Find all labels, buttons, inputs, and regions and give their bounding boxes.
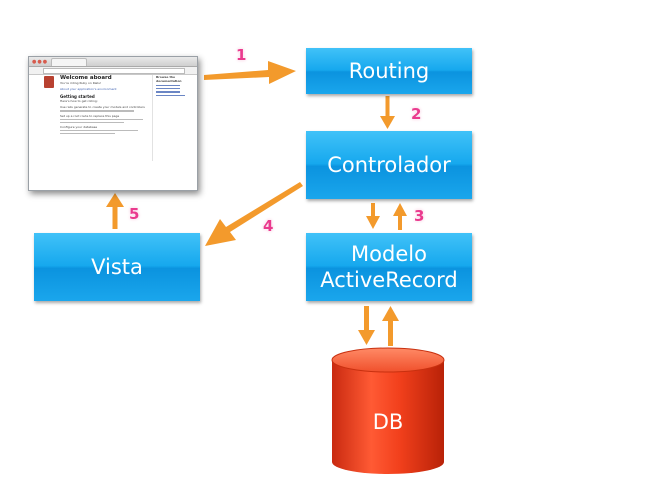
environment-link: About your application's environment [60,87,117,91]
step-item: Use rails generate to create your models… [60,105,145,109]
welcome-heading: Welcome aboard [60,75,112,81]
step-number-4: 4 [263,217,274,235]
browser-tab [51,58,87,66]
arrow-routing-to-controlador [380,96,395,129]
browser-screenshot: ●●● Welcome aboard You're riding Ruby on… [28,56,198,191]
rails-welcome-page: Welcome aboard You're riding Ruby on Rai… [35,75,191,186]
vista-box: Vista [34,233,200,301]
db-label: DB [372,410,404,434]
getting-started-sub: Here's how to get rolling: [60,99,98,103]
arrow-modelo-to-db [358,306,375,345]
step-number-3: 3 [414,207,425,225]
step-item: Set up a root route to replace this page [60,113,120,118]
modelo-label: Modelo [351,241,427,266]
step-number-2: 2 [411,105,422,123]
browser-urlbar [29,67,197,75]
getting-started-title: Getting started [60,94,95,99]
db-cylinder [331,347,445,474]
step-number-1: 1 [236,46,247,64]
step-item: Configure your database [60,124,98,129]
activerecord-label: ActiveRecord [320,268,458,292]
arrow-controlador-to-vista [205,182,303,246]
rails-logo-icon [44,76,54,88]
arrow-modelo-to-controlador [393,203,407,230]
window-controls-icon: ●●● [32,59,49,65]
arrow-browser-to-routing [204,61,296,84]
modelo-box: Modelo ActiveRecord [306,233,472,301]
arrow-db-to-modelo [382,306,399,346]
step-number-5: 5 [129,205,140,223]
welcome-subheading: You're riding Ruby on Rails! [60,81,101,85]
docs-sidebar: Browse the documentation [152,75,190,161]
routing-box: Routing [306,48,472,94]
browser-titlebar: ●●● [29,57,197,67]
controlador-box: Controlador [306,131,472,199]
arrow-vista-to-browser [106,193,124,229]
arrow-controlador-to-modelo [366,203,380,229]
docs-title: Browse the documentation [156,75,182,83]
